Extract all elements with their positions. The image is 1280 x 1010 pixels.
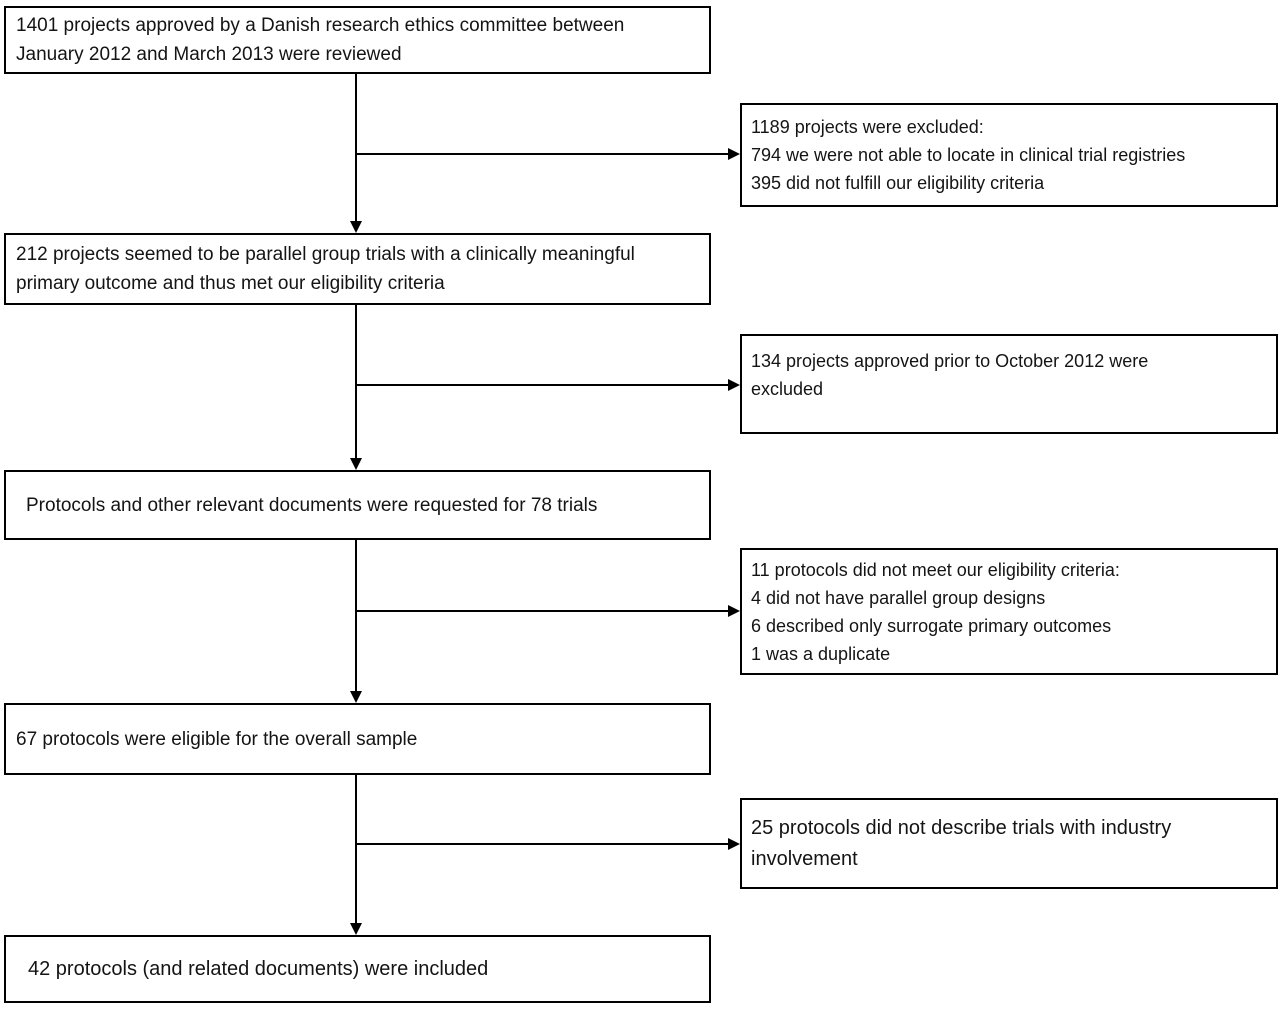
exclusion-box-1189-excluded: 1189 projects were excluded: 794 we were… — [740, 103, 1278, 207]
arrow-right-icon — [728, 148, 740, 160]
box-text: 1401 projects approved by a Danish resea… — [16, 15, 625, 65]
exclusion-line: 6 described only surrogate primary outco… — [751, 615, 1112, 636]
branch-line-4 — [356, 843, 728, 845]
arrow-down-icon — [350, 221, 362, 233]
box-text: 42 protocols (and related documents) wer… — [28, 957, 489, 980]
arrow-right-icon — [728, 379, 740, 391]
connector-line-2 — [355, 305, 357, 460]
exclusion-text: 134 projects approved prior to October 2… — [751, 351, 1149, 399]
exclusion-line: 4 did not have parallel group designs — [751, 587, 1046, 608]
branch-line-3 — [356, 610, 728, 612]
exclusion-line: 1 was a duplicate — [751, 643, 891, 664]
flow-box-protocols-included: 42 protocols (and related documents) wer… — [4, 935, 711, 1003]
exclusion-line: 395 did not fulfill our eligibility crit… — [751, 173, 1045, 193]
connector-line-4 — [355, 775, 357, 925]
arrow-right-icon — [728, 605, 740, 617]
box-text: 212 projects seemed to be parallel group… — [16, 244, 635, 294]
exclusion-line: 1189 projects were excluded: — [751, 117, 984, 137]
arrow-down-icon — [350, 458, 362, 470]
connector-line-3 — [355, 540, 357, 693]
branch-line-2 — [356, 384, 728, 386]
flow-box-protocols-requested: Protocols and other relevant documents w… — [4, 470, 711, 540]
flow-box-protocols-eligible: 67 protocols were eligible for the overa… — [4, 703, 711, 775]
arrow-down-icon — [350, 691, 362, 703]
branch-line-1 — [356, 153, 728, 155]
exclusion-box-11-ineligible: 11 protocols did not meet our eligibilit… — [740, 548, 1278, 675]
flow-box-projects-reviewed: 1401 projects approved by a Danish resea… — [4, 6, 711, 74]
connector-line-1 — [355, 74, 357, 223]
exclusion-box-25-no-industry: 25 protocols did not describe trials wit… — [740, 798, 1278, 889]
flow-box-parallel-group-trials: 212 projects seemed to be parallel group… — [4, 233, 711, 305]
arrow-down-icon — [350, 923, 362, 935]
exclusion-text: 25 protocols did not describe trials wit… — [751, 816, 1172, 870]
exclusion-line: 794 we were not able to locate in clinic… — [751, 145, 1186, 165]
exclusion-line: 11 protocols did not meet our eligibilit… — [751, 559, 1120, 580]
box-text: Protocols and other relevant documents w… — [26, 494, 598, 516]
box-text: 67 protocols were eligible for the overa… — [16, 728, 418, 750]
exclusion-box-134-excluded: 134 projects approved prior to October 2… — [740, 334, 1278, 434]
arrow-right-icon — [728, 838, 740, 850]
